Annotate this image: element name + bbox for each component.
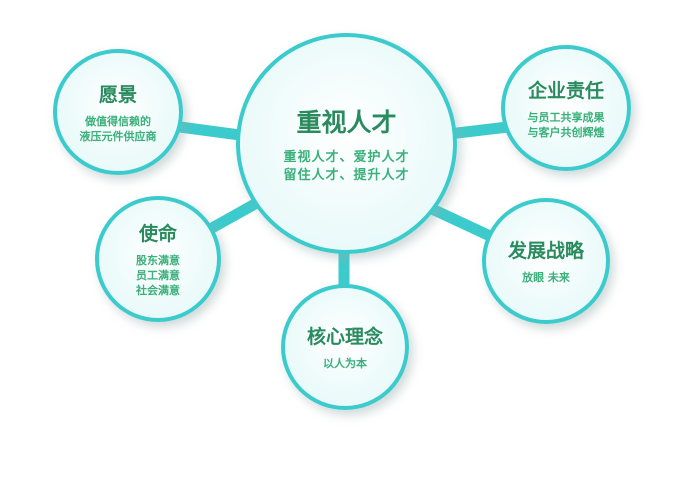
center-title: 重视人才 <box>296 107 397 137</box>
mission-body: 股东满意 员工满意 社会满意 <box>136 254 180 297</box>
center-node: 重视人才 重视人才、爱护人才 留住人才、提升人才 <box>236 33 457 254</box>
strategy-title: 发展战略 <box>507 240 584 263</box>
vision-title: 愿景 <box>98 83 137 106</box>
mission-node: 使命 股东满意 员工满意 社会满意 <box>95 196 221 322</box>
philosophy-title: 核心理念 <box>306 326 383 349</box>
responsibility-body: 与员工共享成果 与客户共创辉煌 <box>527 110 605 139</box>
center-body: 重视人才、爱护人才 留住人才、提升人才 <box>283 149 410 183</box>
strategy-node: 发展战略 放眼 未来 <box>482 198 610 324</box>
mission-title: 使命 <box>138 223 177 246</box>
responsibility-node: 企业责任 与员工共享成果 与客户共创辉煌 <box>501 45 631 171</box>
connector-strategy <box>427 203 493 241</box>
strategy-body: 放眼 未来 <box>522 271 570 285</box>
vision-body: 做值得信赖的 液压元件供应商 <box>79 114 157 143</box>
responsibility-title: 企业责任 <box>527 79 604 102</box>
philosophy-node: 核心理念 以人为本 <box>281 284 409 410</box>
vision-node: 愿景 做值得信赖的 液压元件供应商 <box>53 49 183 175</box>
philosophy-body: 以人为本 <box>323 357 367 371</box>
